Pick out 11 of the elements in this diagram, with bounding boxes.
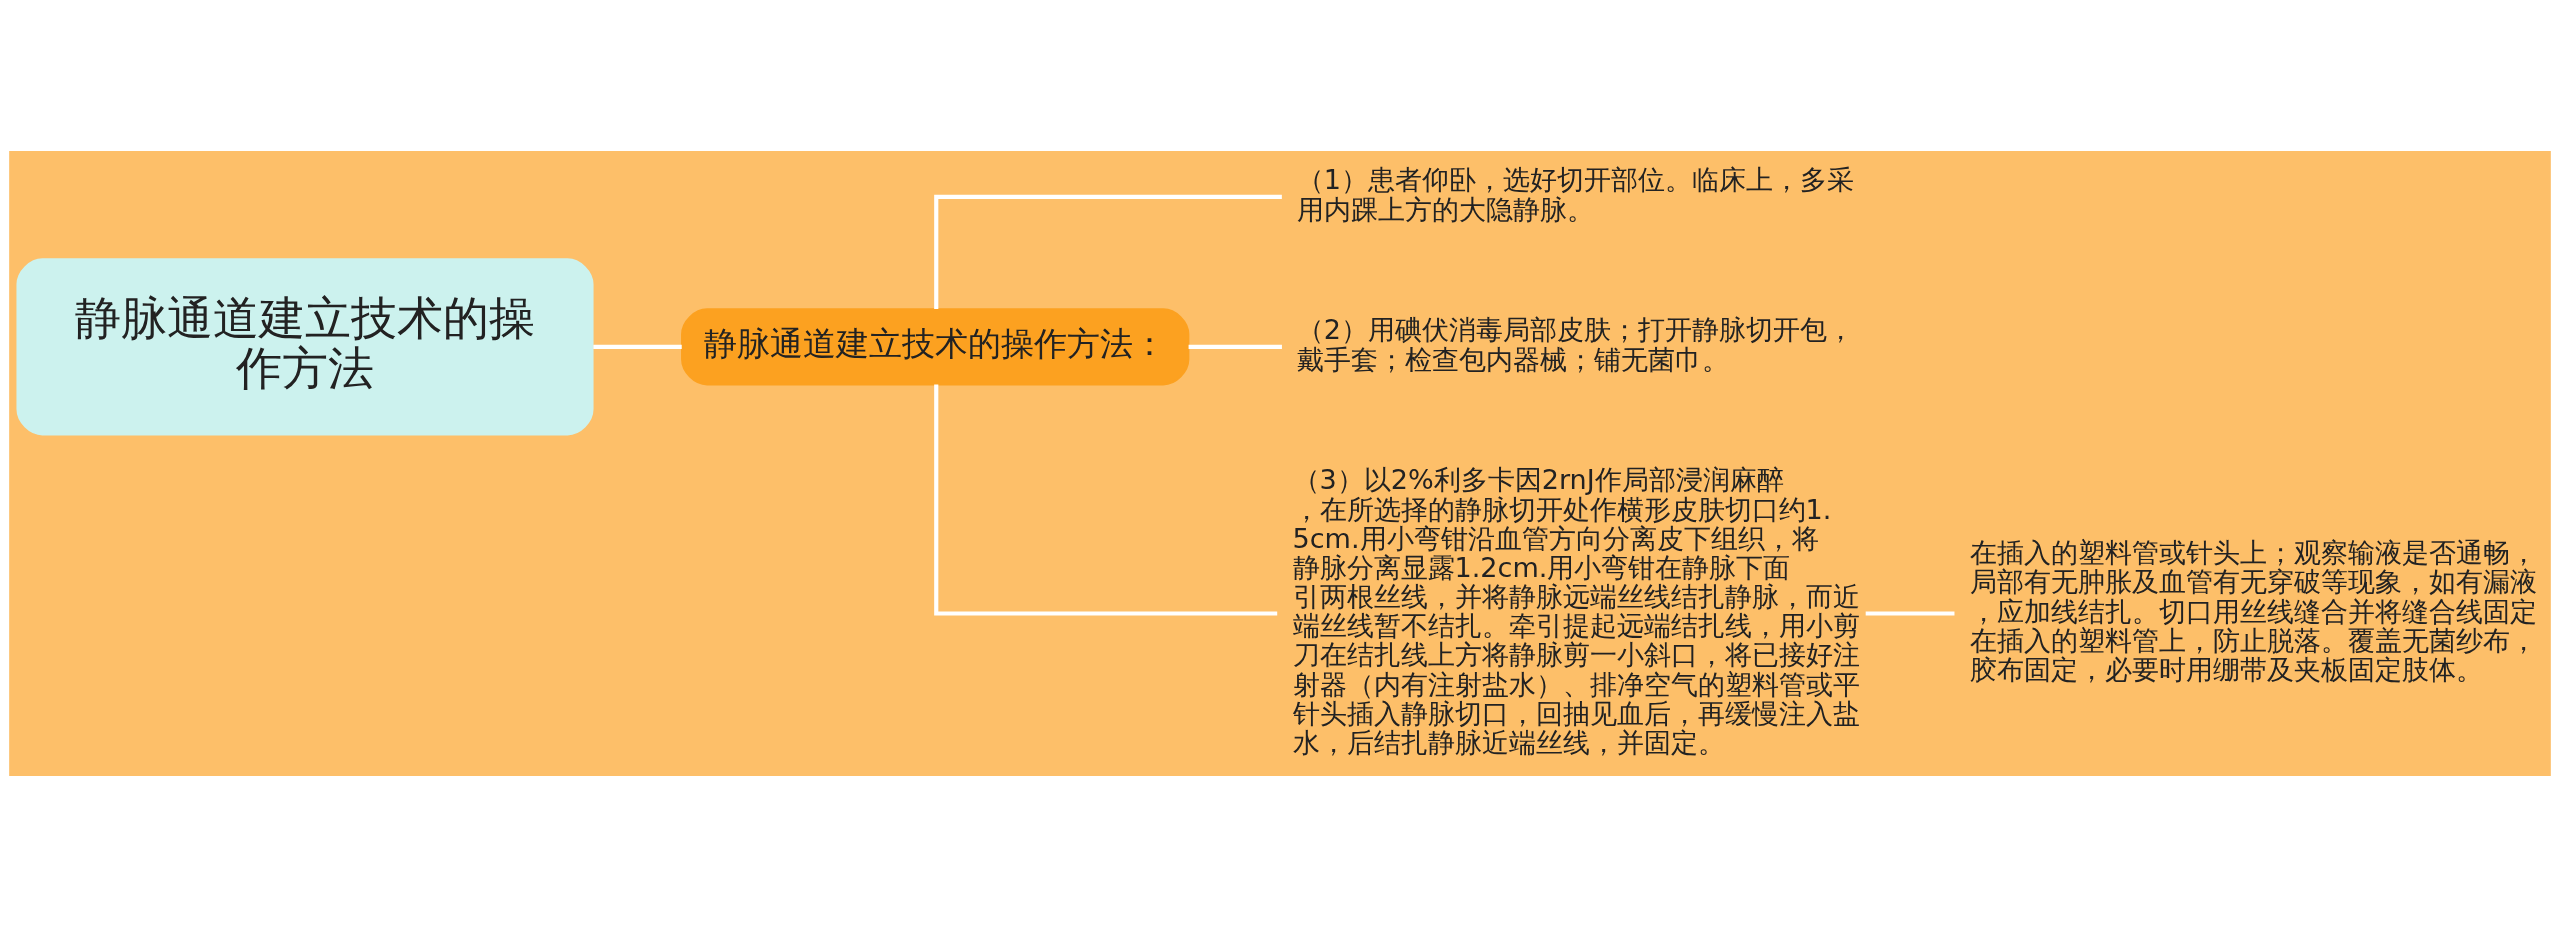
node-text: 在插入的塑料管或针头上；观察输液是否通畅，局部有无肿胀及血管有无穿破等现象，如有漏液，应加线结扎。切口用丝线缝合并将缝合线固定在插入的塑料管上，防止脱落。覆盖无菌纱布，胶布固定，必要时用绷带及夹板固定肢体。: [1969, 536, 2537, 685]
connector: [934, 194, 1282, 309]
node-box: 静脉通道建立技术的操作方法：: [681, 307, 1190, 385]
node-text: （2）用碘伏消毒局部皮肤；打开静脉切开包，戴手套；检查包内器械；铺无菌巾。: [1296, 313, 1854, 374]
connector: [1865, 610, 1955, 616]
connector: [1188, 344, 1282, 349]
node-text: （1）患者仰卧，选好切开部位。临床上，多采用内踝上方的大隐静脉。: [1296, 163, 1854, 224]
node-text: （3）以2%利多卡因2rnJ作局部浸润麻醉，在所选择的静脉切开处作横形皮肤切口约1.5cm.用小弯钳沿血管方向分离皮下组织，将静脉分离显露1.2cm.用小弯钳在静脉下面引两根丝线，并将静脉远端丝线结扎静脉，而近端丝线暂不结扎。牵引提起远端结扎线，用小剪刀在结扎线上方将静脉剪一小斜口，将已接好注射器（内有注射盐水）、排净空气的塑料管或平针头插入静脉切口，回抽见血后，再缓慢注入盐水，后结扎静脉近端丝线，并固定。: [1292, 463, 1860, 758]
connector: [593, 344, 682, 349]
node-box: 静脉通道建立技术的操作方法: [16, 257, 594, 435]
connector: [934, 384, 1278, 616]
